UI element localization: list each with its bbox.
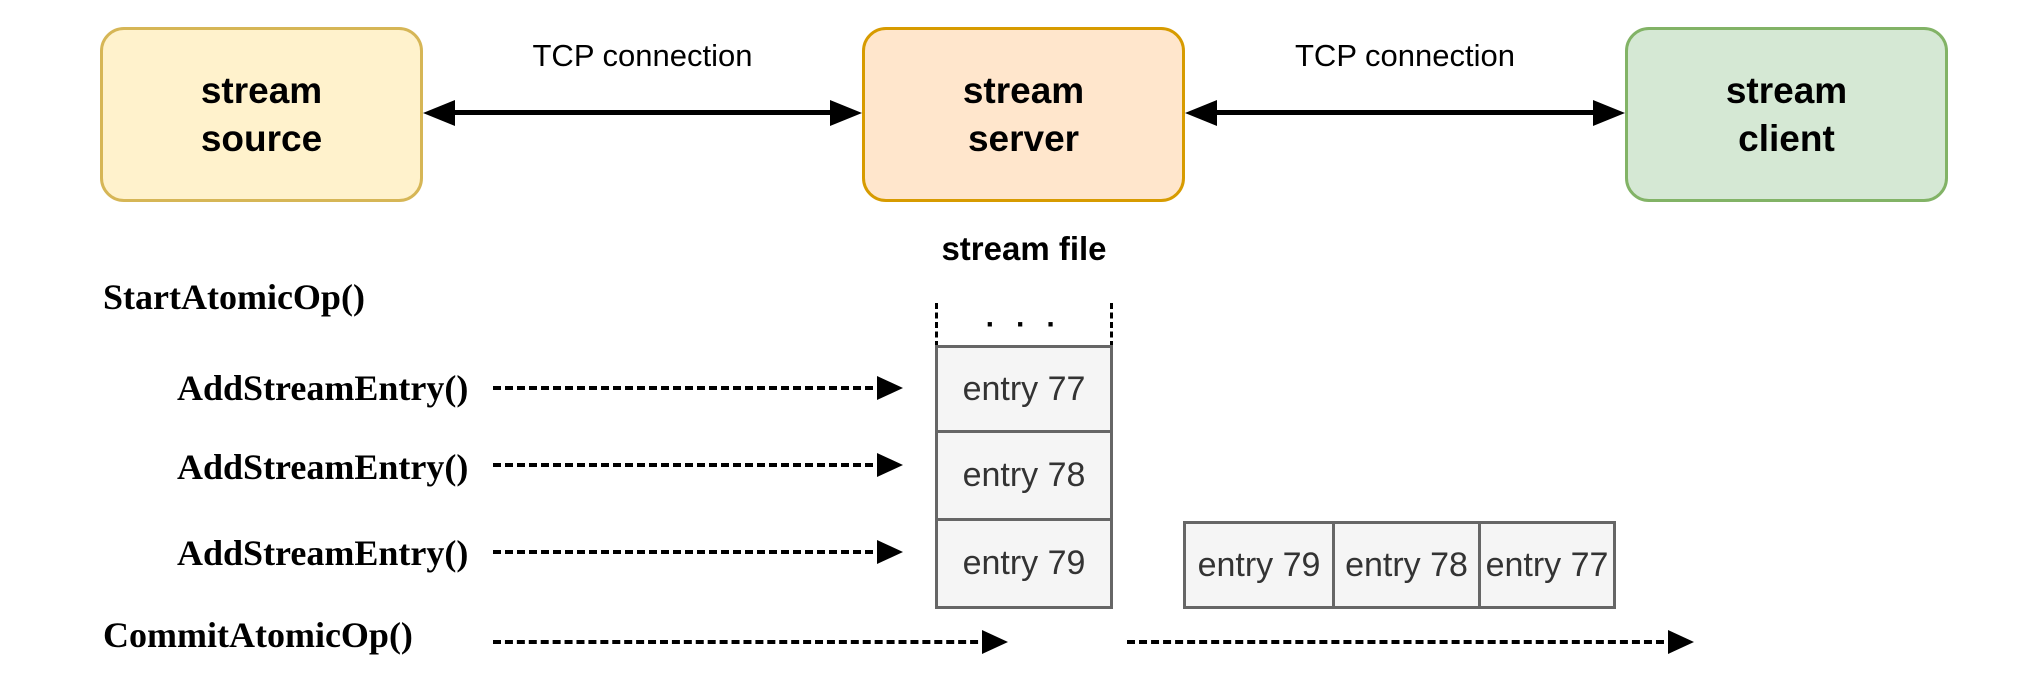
tcp-arrow-server-client (1185, 100, 1625, 126)
dashed-line (493, 463, 885, 467)
arrowhead-left-icon (423, 100, 455, 126)
op-label-commit-atomic-op: CommitAtomicOp() (103, 615, 413, 655)
stream-file-entry-stack: entry 77 entry 78 entry 79 (935, 345, 1113, 609)
arrow-line (449, 110, 836, 115)
arrowhead-right-icon (982, 630, 1008, 654)
tcp-connection-label-source-server: TCP connection (532, 38, 753, 73)
outgoing-entries-row: entry 79 entry 78 entry 77 (1183, 521, 1616, 609)
outgoing-entry-78: entry 78 (1332, 521, 1481, 609)
outgoing-entry-77: entry 77 (1478, 521, 1616, 609)
node-stream-server: stream server (862, 27, 1185, 202)
node-stream-source: stream source (100, 27, 423, 202)
op-label-start-atomic-op: StartAtomicOp() (103, 277, 365, 317)
dashed-line (1127, 640, 1676, 644)
tcp-arrow-source-server (423, 100, 862, 126)
stream-file-entry-78: entry 78 (935, 430, 1113, 521)
arrowhead-right-icon (1668, 630, 1694, 654)
stream-file-entry-79: entry 79 (935, 518, 1113, 609)
arrow-line (1211, 110, 1599, 115)
arrowhead-right-icon (877, 376, 903, 400)
stream-file-title: stream file (941, 230, 1107, 267)
node-stream-client: stream client (1625, 27, 1948, 202)
dashed-line (493, 640, 990, 644)
ellipsis-dots: · · · (985, 308, 1063, 341)
stream-file-open-region: · · · (935, 303, 1113, 347)
op-label-add-stream-entry-1: AddStreamEntry() (177, 368, 469, 408)
arrowhead-right-icon (877, 453, 903, 477)
arrowhead-right-icon (830, 100, 862, 126)
outgoing-entry-79: entry 79 (1183, 521, 1335, 609)
stream-file-entry-77: entry 77 (935, 345, 1113, 433)
dashed-line (493, 550, 885, 554)
arrowhead-right-icon (877, 540, 903, 564)
arrowhead-right-icon (1593, 100, 1625, 126)
dashed-line (493, 386, 885, 390)
op-label-add-stream-entry-3: AddStreamEntry() (177, 533, 469, 573)
tcp-connection-label-server-client: TCP connection (1295, 38, 1515, 73)
arrowhead-left-icon (1185, 100, 1217, 126)
op-label-add-stream-entry-2: AddStreamEntry() (177, 447, 469, 487)
